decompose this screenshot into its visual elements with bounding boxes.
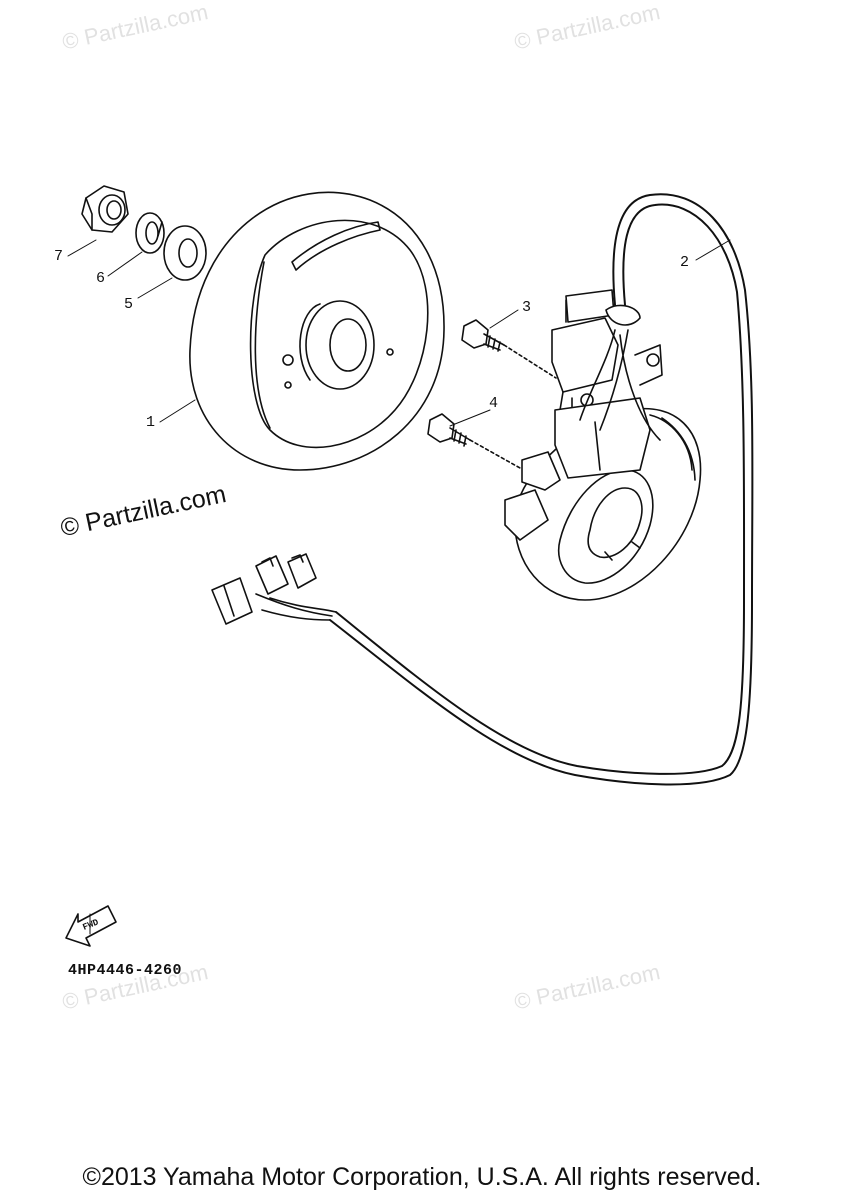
connector-left [211,577,253,625]
callout-5: 5 [124,296,134,313]
connector-right [255,553,317,595]
hex-nut [81,185,129,233]
screw-upper [461,319,557,379]
screw-lower [427,413,521,469]
callout-2: 2 [680,254,690,271]
wire-harness [255,193,754,786]
pickup-coil [551,289,663,413]
lighting-coil [504,397,651,541]
lock-washer [135,212,165,254]
copyright-notice: ©2013 Yamaha Motor Corporation, U.S.A. A… [82,1163,762,1191]
callout-4: 4 [489,395,499,412]
leader-lines [67,239,731,427]
callout-3: 3 [522,299,532,316]
flywheel-rotor [189,191,445,471]
plain-washer [163,225,207,281]
callout-7: 7 [54,248,64,265]
fwd-arrow-icon [65,905,117,947]
callout-6: 6 [96,270,106,287]
part-code: 4HP4446-4260 [68,962,183,979]
callout-1: 1 [146,414,156,431]
